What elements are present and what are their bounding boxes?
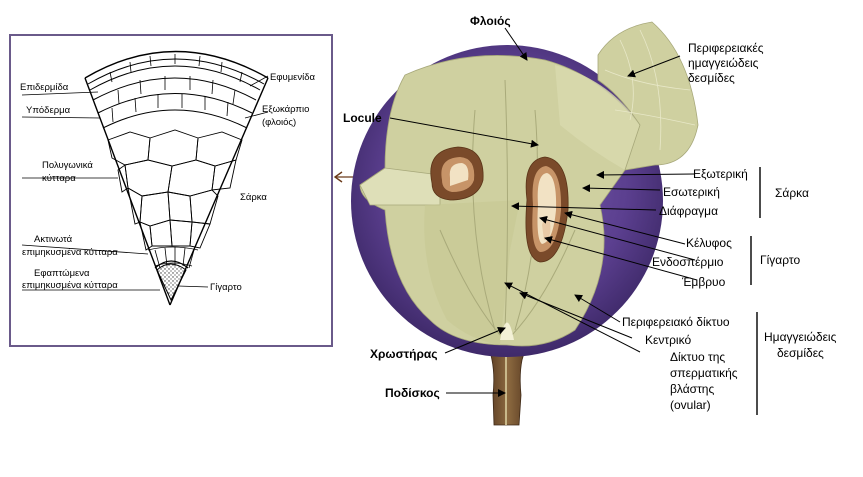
right-seed <box>525 156 569 263</box>
inset-label-seed: Γίγαρτο <box>210 282 242 293</box>
label-seed-coat: Κέλυφος <box>686 236 732 250</box>
grape-berry <box>351 21 699 426</box>
label-peripheral-network: Περιφερειακό δίκτυο <box>622 315 730 329</box>
inset-label-radial-1: Ακτινωτά <box>34 234 73 245</box>
label-vascular-group-1: Ημαγγειώδεις <box>764 330 837 344</box>
label-peripheral-bundles-1: Περιφερειακές <box>688 41 764 55</box>
left-seed <box>430 146 484 201</box>
label-seed-group: Γίγαρτο <box>760 253 800 267</box>
inset-label-tangential-1: Εφαπτώμενα <box>34 268 90 279</box>
label-ovular-3: βλάστης <box>670 382 714 396</box>
berry-labels: Φλοιός Περιφερειακές ημαγγειώδεις δεσμίδ… <box>343 14 837 412</box>
label-skin: Φλοιός <box>470 14 511 28</box>
label-outer-flesh: Εξωτερική <box>693 167 748 181</box>
label-flesh-group: Σάρκα <box>775 186 809 200</box>
label-peripheral-bundles-2: ημαγγειώδεις <box>688 56 759 70</box>
tissue-inset: Επιδερμίδα Εφυμενίδα Υπόδερμα Εξωκάρπιο … <box>9 34 333 347</box>
label-embryo: Έμβρυο <box>681 275 726 289</box>
label-brush: Χρωστήρας <box>370 347 438 361</box>
label-peripheral-bundles-3: δεσμίδες <box>688 71 735 85</box>
label-ovular-4: (ovular) <box>670 398 711 412</box>
inset-label-epidermis: Επιδερμίδα <box>20 82 69 93</box>
inset-label-radial-2: επιμηκυσμένα κύτταρα <box>22 247 118 258</box>
label-endosperm: Ενδοσπέρμιο <box>652 255 724 269</box>
inset-label-polygonal-1: Πολυγωνικά <box>42 160 93 171</box>
label-inner-flesh: Εσωτερική <box>663 185 720 199</box>
label-vascular-group-2: δεσμίδες <box>777 346 824 360</box>
inset-label-exocarp-1: Εξωκάρπιο <box>262 104 309 115</box>
inset-label-polygonal-2: κύτταρα <box>42 173 76 184</box>
label-ovular-2: σπερματικής <box>670 366 738 380</box>
inset-label-exocarp-2: (φλοιός) <box>262 117 296 128</box>
label-pedicel: Ποδίσκος <box>385 386 440 400</box>
inset-label-flesh: Σάρκα <box>240 192 267 203</box>
inset-label-cuticle: Εφυμενίδα <box>270 72 316 83</box>
label-ovular-1: Δίκτυο της <box>670 350 725 364</box>
inset-label-tangential-2: επιμηκυσμένα κύτταρα <box>22 280 118 291</box>
group-brackets <box>750 167 761 415</box>
leader-lines <box>389 27 698 397</box>
tissue-wedge <box>84 50 269 306</box>
label-locule: Locule <box>343 111 382 125</box>
inset-label-hypodermis: Υπόδερμα <box>26 105 71 116</box>
label-septum: Διάφραγμα <box>659 204 718 218</box>
label-central: Κεντρικό <box>645 333 691 347</box>
